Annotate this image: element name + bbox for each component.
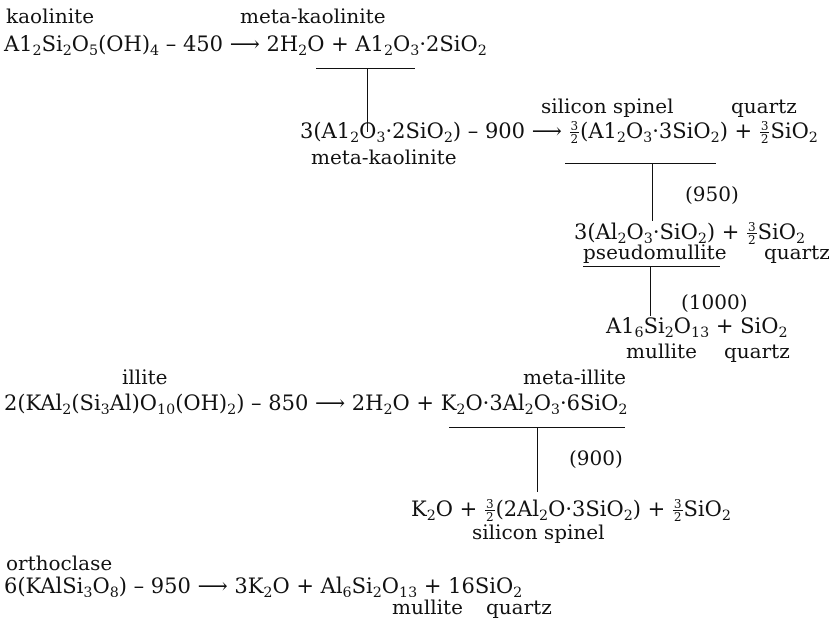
kaolinite-underline (316, 68, 415, 69)
meta-illite-connector (537, 427, 538, 492)
temperature-1000: (1000) (681, 290, 748, 314)
quartz-label-3: quartz (724, 339, 790, 363)
kaolinite-connector (367, 68, 368, 132)
temperature-900: (900) (569, 446, 623, 470)
kaolinite-equation: A12Si2O5(OH)4 – 450 ⟶ 2H2O + A12O3·2SiO2 (4, 32, 487, 59)
meta-kaolinite-below-label: meta-kaolinite (311, 145, 457, 169)
pseudomullite-label: pseudomullite (583, 240, 727, 264)
spinel-connector (652, 163, 653, 221)
quartz-label-4: quartz (486, 595, 552, 619)
orthoclase-equation: 6(KAlSi3O8) – 950 ⟶ 3K2O + Al6Si2O13 + 1… (4, 574, 523, 601)
temperature-950: (950) (685, 182, 739, 206)
kaolinite-label: kaolinite (6, 4, 95, 28)
quartz-label-1: quartz (731, 94, 797, 118)
meta-illite-label: meta-illite (523, 365, 626, 389)
mullite-label: mullite (626, 339, 697, 363)
pseudomullite-connector (650, 266, 651, 316)
pseudomullite-underline (583, 266, 720, 267)
meta-kaolinite-label: meta-kaolinite (240, 4, 386, 28)
mullite-equation: A16Si2O13 + SiO2 (606, 314, 788, 341)
silicon-spinel-underline (565, 163, 716, 164)
silicon-spinel-label-2: silicon spinel (472, 520, 605, 544)
orthoclase-label: orthoclase (6, 551, 113, 575)
quartz-label-2: quartz (764, 240, 829, 264)
silicon-spinel-label: silicon spinel (541, 94, 674, 118)
illite-label: illite (122, 365, 168, 389)
mullite-label-2: mullite (392, 595, 463, 619)
illite-equation: 2(KAl2(Si3Al)O10(OH)2) – 850 ⟶ 2H2O + K2… (4, 391, 628, 418)
